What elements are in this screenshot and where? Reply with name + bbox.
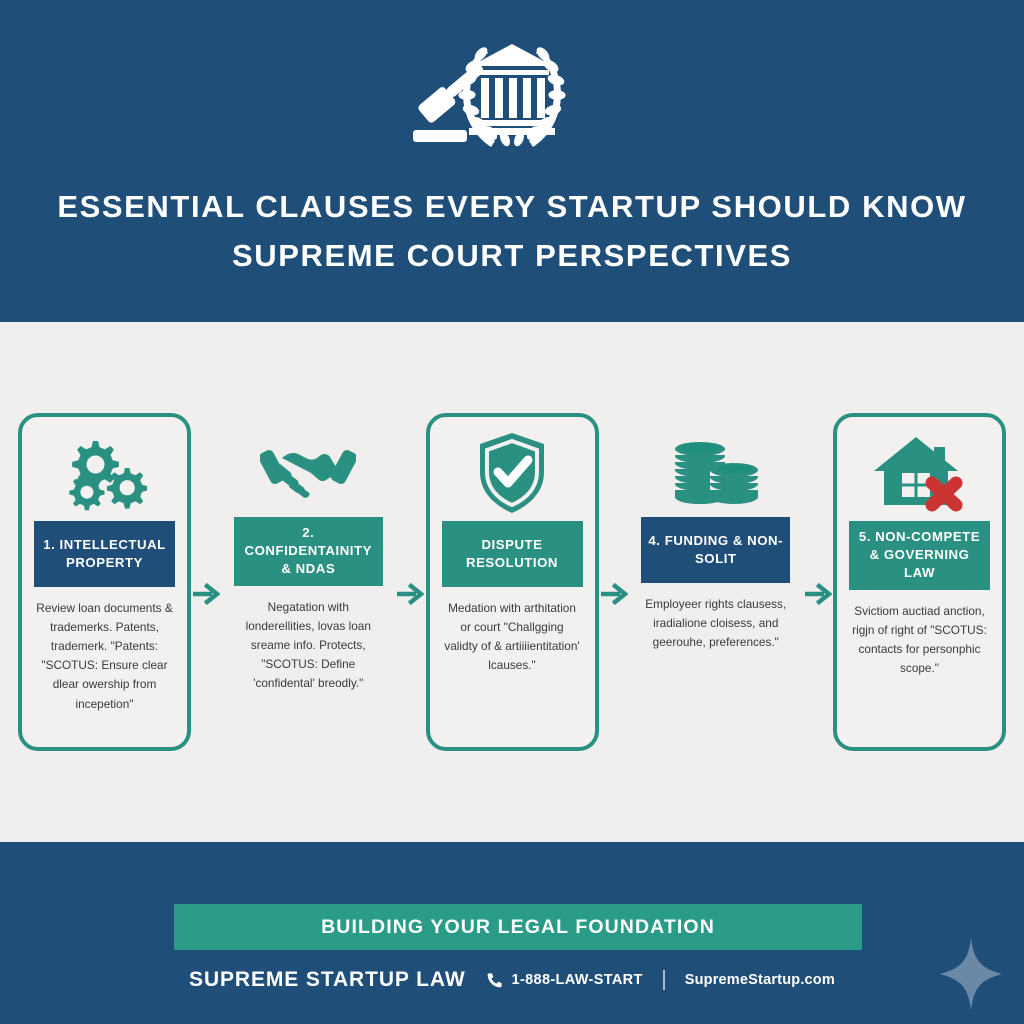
gears-icon (63, 425, 147, 521)
shield-check-icon (474, 425, 550, 521)
clause-card-4[interactable]: 4. FUNDING & NON-SOLIT Employeer rights … (629, 413, 802, 751)
page-title: ESSENTIAL CLAUSES EVERY STARTUP SHOULD K… (42, 183, 982, 281)
emblem-wrapper (377, 26, 647, 161)
phone-contact[interactable]: 1-888-LAW-START (486, 972, 643, 989)
arrow-right-icon-2 (395, 580, 425, 608)
title-line-1: ESSENTIAL CLAUSES EVERY STARTUP SHOULD K… (57, 189, 967, 224)
footer-divider (662, 970, 665, 990)
card-header-5: 5. NON-COMPETE & GOVERNING LAW (849, 521, 990, 590)
card-body-2: Negatation with londerellities, lovas lo… (245, 599, 371, 691)
phone-icon (487, 972, 502, 987)
arrow-right-icon-1 (191, 580, 221, 608)
clause-card-1[interactable]: 1. INTELLECTUAL PROPERTY Review loan doc… (18, 413, 191, 751)
arrow-right-icon-4 (803, 580, 833, 608)
card-body-1: Review loan documents & trademerks. Pate… (36, 601, 173, 711)
brand-name: SUPREME STARTUP LAW (189, 968, 466, 991)
card-header-4: 4. FUNDING & NON-SOLIT (641, 517, 791, 583)
clause-card-row: 1. INTELLECTUAL PROPERTY Review loan doc… (0, 322, 1024, 842)
clause-card-2[interactable]: 2. CONFIDENTAINITY & NDAS Negatation wit… (222, 413, 395, 751)
sparkle-diamond-icon (940, 938, 1002, 1010)
card-header-3: DISPUTE RESOLUTION (441, 521, 583, 587)
footer-cta-banner[interactable]: BUILDING YOUR LEGAL FOUNDATION (174, 904, 862, 950)
card-body-4: Employeer rights clausess, iradialione c… (645, 597, 787, 650)
card-header-1: 1. INTELLECTUAL PROPERTY (34, 521, 175, 587)
website-link[interactable]: SupremeStartup.com (684, 972, 835, 988)
footer-banner: BUILDING YOUR LEGAL FOUNDATION SUPREME S… (0, 842, 1024, 1024)
card-body-5: Svictiom auctiad anction, rigjn of right… (852, 603, 987, 675)
phone-number: 1-888-LAW-START (511, 972, 643, 988)
coin-stacks-icon (670, 421, 762, 517)
clause-card-5[interactable]: 5. NON-COMPETE & GOVERNING LAW Svictiom … (833, 413, 1006, 751)
house-x-icon (872, 425, 968, 521)
handshake-icon (260, 421, 357, 517)
gavel-courthouse-laurel-emblem (413, 44, 566, 147)
footer-contact-row: SUPREME STARTUP LAW 1-888-LAW-START Supr… (0, 968, 1024, 992)
clause-card-3[interactable]: DISPUTE RESOLUTION Medation with arthita… (425, 413, 599, 751)
arrow-right-icon-3 (599, 580, 629, 608)
title-line-2: SUPREME COURT PERSPECTIVES (231, 237, 793, 273)
card-body-3: Medation with arthitation or court "Chal… (444, 601, 580, 673)
header-banner: ESSENTIAL CLAUSES EVERY STARTUP SHOULD K… (0, 0, 1024, 322)
main-content: 1. INTELLECTUAL PROPERTY Review loan doc… (0, 322, 1024, 842)
card-header-2: 2. CONFIDENTAINITY & NDAS (233, 517, 383, 586)
